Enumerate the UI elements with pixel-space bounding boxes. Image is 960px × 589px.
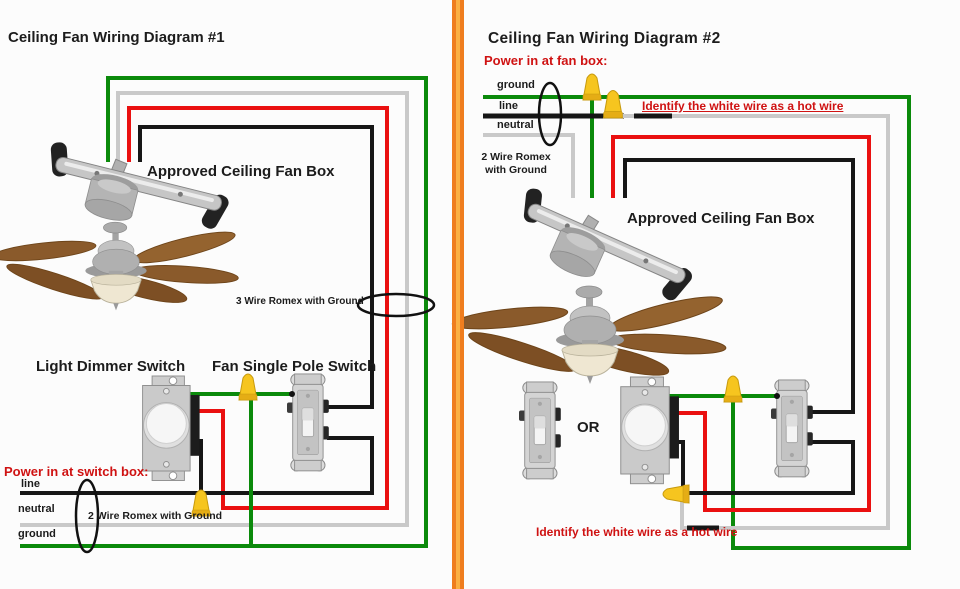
line-label-right: line bbox=[499, 100, 518, 112]
wire-white-hot-right bbox=[622, 114, 890, 530]
romex-2wire-label-right-line2: with Ground bbox=[485, 164, 547, 176]
ceiling-fan-image-left bbox=[0, 221, 240, 311]
dimmer-switch-label-left: Light Dimmer Switch bbox=[36, 358, 186, 375]
romex-3wire-label-left: 3 Wire Romex with Ground bbox=[236, 296, 364, 307]
terminal-dot-left bbox=[289, 391, 295, 397]
wire-nut-icon-right-1 bbox=[582, 73, 602, 101]
identify-hot-bottom-label: Identify the white wire as a hot wire bbox=[536, 525, 738, 539]
wire-line-black-left bbox=[20, 436, 374, 495]
right-panel-wires bbox=[483, 95, 911, 550]
wire-ground-green-right bbox=[483, 95, 911, 550]
romex-2wire-label-right-line1: 2 Wire Romex bbox=[481, 151, 551, 163]
wire-nut-icon-left-top bbox=[238, 373, 258, 401]
dimmer-switch-image-left bbox=[142, 375, 201, 481]
approved-fan-box-label-right: Approved Ceiling Fan Box bbox=[627, 210, 815, 227]
or-label: OR bbox=[577, 419, 600, 436]
wire-black-fan-feed-right bbox=[623, 158, 855, 414]
line-label-left: line bbox=[21, 478, 40, 490]
neutral-label-left: neutral bbox=[18, 503, 55, 515]
panel-divider bbox=[452, 0, 464, 589]
romex-ellipse-left-top bbox=[356, 292, 436, 318]
terminal-dot-right bbox=[774, 393, 780, 399]
toggle-switch-image-right-a bbox=[518, 381, 562, 480]
romex-2wire-label-left: 2 Wire Romex with Ground bbox=[88, 510, 223, 522]
right-panel-title: Ceiling Fan Wiring Diagram #2 bbox=[488, 30, 721, 47]
wire-nut-icon-right-3 bbox=[723, 375, 743, 403]
power-in-label-left: Power in at switch box: bbox=[4, 464, 149, 479]
wire-black-fan-feed-left bbox=[138, 125, 374, 409]
romex-ellipse-left-bottom bbox=[74, 478, 100, 554]
wire-hot-red-right bbox=[611, 135, 871, 512]
dimmer-switch-image-right bbox=[620, 376, 680, 485]
identify-hot-top-label: Identify the white wire as a hot wire bbox=[642, 99, 844, 113]
fan-mounting-bracket-image-right bbox=[501, 182, 703, 320]
wire-nut-icon-right-2 bbox=[603, 89, 623, 119]
wire-black-switch-feed-right bbox=[687, 440, 855, 495]
wire-neutral-white-right bbox=[483, 133, 575, 198]
wire-nut-icon-right-4 bbox=[662, 484, 690, 504]
approved-fan-box-label-left: Approved Ceiling Fan Box bbox=[147, 163, 335, 180]
pole-switch-label-left: Fan Single Pole Switch bbox=[212, 358, 377, 375]
wire-ground-green-left bbox=[20, 76, 428, 548]
romex-ellipse-right bbox=[537, 81, 563, 147]
wire-hot-red-left bbox=[127, 106, 389, 510]
wire-neutral-white-left bbox=[20, 91, 409, 527]
ground-label-left: ground bbox=[18, 528, 56, 540]
fan-mounting-bracket-image-left bbox=[35, 137, 236, 248]
neutral-label-right: neutral bbox=[497, 119, 534, 131]
power-in-label-right: Power in at fan box: bbox=[484, 53, 608, 68]
left-panel-title: Ceiling Fan Wiring Diagram #1 bbox=[8, 29, 225, 46]
ground-label-right: ground bbox=[497, 79, 535, 91]
single-pole-switch-image-left bbox=[286, 373, 330, 472]
ceiling-fan-image-right bbox=[450, 285, 727, 385]
